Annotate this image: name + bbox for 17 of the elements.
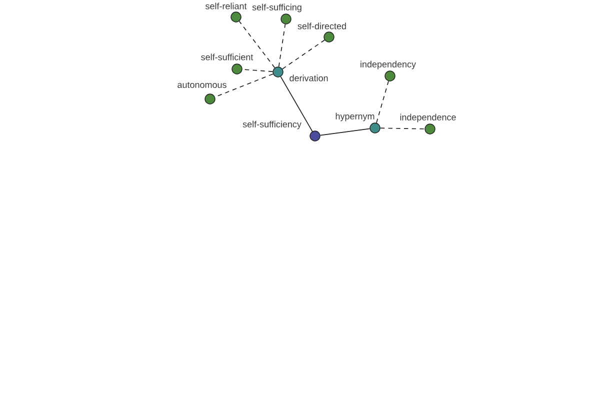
dashed-line xyxy=(380,128,426,130)
node-label: derivation xyxy=(290,74,328,82)
node-label: self-reliant xyxy=(206,2,247,10)
node-label: self-directed xyxy=(298,22,346,30)
connector-line xyxy=(320,128,370,136)
node-label: autonomous xyxy=(178,82,226,88)
node-label: self-sufficing xyxy=(252,4,302,12)
dashed-line xyxy=(278,24,286,68)
dashed-line xyxy=(238,20,276,68)
node-label: hypernym xyxy=(336,112,374,122)
node-label: self-sufficiency xyxy=(242,120,302,130)
node-label: independence xyxy=(400,114,456,122)
connector-line xyxy=(280,76,313,132)
dashed-line xyxy=(282,40,325,70)
node-label: independency xyxy=(360,60,416,70)
dashed-line xyxy=(376,80,389,124)
node-label: self-sufficient xyxy=(201,54,254,60)
